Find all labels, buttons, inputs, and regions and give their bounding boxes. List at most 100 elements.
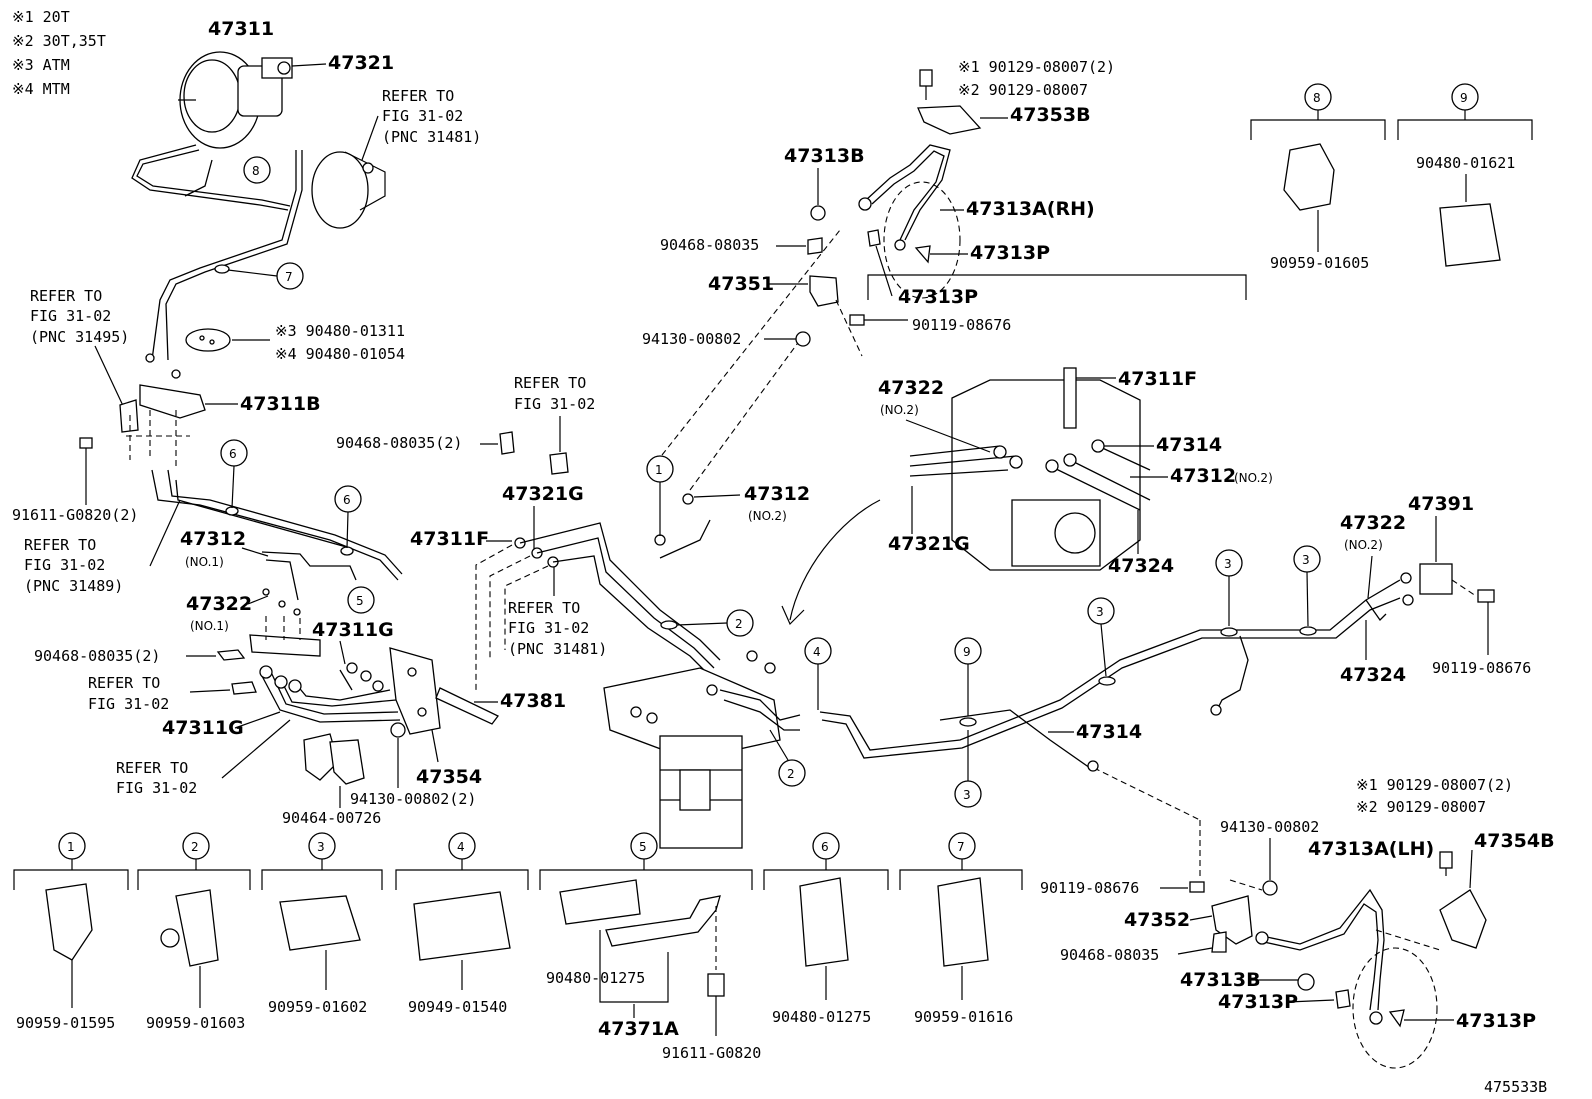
bracket-47371a-drawing	[605, 895, 721, 947]
group-bracket-abs	[867, 274, 1247, 300]
label-90480-01311: ※3 90480-01311	[275, 322, 405, 340]
label-94130-00802-2: 94130-00802(2)	[350, 790, 476, 808]
label-no2-a: (NO.2)	[748, 509, 787, 523]
booster-drawing	[311, 151, 386, 229]
label-90480-01054: ※4 90480-01054	[275, 345, 405, 363]
bracket-47311b-drawing	[119, 353, 206, 470]
refer-note-3: REFER TO FIG 31-02	[88, 674, 257, 713]
center-pipes	[475, 519, 721, 690]
clip-90949-01540-drawing	[413, 891, 511, 961]
refer-note-6: REFER TO FIG 31-02 (PNC 31481)	[508, 566, 607, 658]
label-47312-no2-a: 47312	[744, 483, 810, 505]
svg-text:3: 3	[317, 840, 325, 854]
label-90468-08035-top: 90468-08035	[660, 236, 759, 254]
label-47313p-b: 47313P	[898, 286, 978, 308]
label-90959-01605: 90959-01605	[1270, 254, 1369, 272]
mid-left-pipes	[151, 469, 403, 616]
svg-text:8: 8	[252, 164, 260, 178]
svg-text:(PNC 31489): (PNC 31489)	[24, 577, 123, 595]
refer-note-2: REFER TO FIG 31-02 (PNC 31495)	[30, 287, 129, 411]
refer-note-7: REFER TO FIG 31-02	[116, 719, 291, 797]
abs-block-drawing	[909, 367, 1151, 571]
svg-text:FIG 31-02: FIG 31-02	[88, 695, 169, 713]
svg-text:REFER TO: REFER TO	[116, 759, 188, 777]
svg-text:9: 9	[1460, 91, 1468, 105]
bolt-91611-drawing	[79, 437, 93, 505]
front-brake-lines	[131, 144, 303, 361]
label-90959-01595: 90959-01595	[16, 1014, 115, 1032]
label-47324-a: 47324	[1108, 555, 1174, 577]
label-47314-b: 47314	[1076, 721, 1142, 743]
label-90480-01275-a: 90480-01275	[546, 969, 645, 987]
label-90468-08035-bottom: 90468-08035	[1060, 946, 1159, 964]
group-6: 6 90480-01275	[763, 832, 889, 1026]
grommet-drawing	[185, 328, 270, 352]
note-3: ※3 ATM	[12, 56, 70, 74]
svg-text:6: 6	[229, 447, 237, 461]
label-47322-no2-a: 47322	[878, 377, 944, 399]
rh-flex-hose-drawing	[858, 69, 982, 299]
svg-text:6: 6	[343, 493, 351, 507]
label-47311b: 47311B	[240, 393, 321, 415]
variant-notes: ※1 20T ※2 30T,35T ※3 ATM ※4 MTM	[12, 8, 106, 98]
label-47371a: 47371A	[598, 1018, 679, 1040]
label-47311g-b: 47311G	[162, 717, 244, 739]
svg-text:REFER TO: REFER TO	[514, 374, 586, 392]
svg-text:3: 3	[1224, 557, 1232, 571]
clip-refer-center	[549, 452, 569, 475]
label-91611-g0820-2: 91611-G0820(2)	[12, 506, 138, 524]
group-2: 2 90959-01603	[137, 832, 251, 1032]
label-91611-g0820: 91611-G0820	[662, 1044, 761, 1062]
label-47354: 47354	[416, 766, 482, 788]
group-5: 5	[539, 832, 753, 1036]
label-47311f-b: 47311F	[1118, 368, 1197, 390]
svg-text:FIG 31-02: FIG 31-02	[24, 556, 105, 574]
label-90959-01602: 90959-01602	[268, 998, 367, 1016]
label-90480-01621: 90480-01621	[1416, 154, 1515, 172]
label-47313b-b: 47313B	[1180, 969, 1261, 991]
label-90480-01275-b: 90480-01275	[772, 1008, 871, 1026]
svg-text:3: 3	[1302, 553, 1310, 567]
refer-note-4: REFER TO FIG 31-02 (PNC 31489)	[24, 499, 181, 595]
label-47351: 47351	[708, 273, 774, 295]
bracket-47354b-drawing	[1439, 889, 1487, 949]
label-90959-01603: 90959-01603	[146, 1014, 245, 1032]
svg-text:REFER TO: REFER TO	[24, 536, 96, 554]
label-90949-01540: 90949-01540	[408, 998, 507, 1016]
svg-text:FIG 31-02: FIG 31-02	[514, 395, 595, 413]
note-2: ※2 30T,35T	[12, 32, 106, 50]
label-47313a-lh: 47313A(LH)	[1308, 838, 1434, 860]
bolt-90129-bottom	[1439, 851, 1453, 869]
label-47313p-a: 47313P	[970, 242, 1050, 264]
bolt-90119-top	[849, 314, 865, 326]
clip-90959-01595-drawing	[45, 883, 93, 961]
clip-90480-01275-group6-drawing	[799, 877, 849, 967]
svg-text:(PNC 31495): (PNC 31495)	[30, 328, 129, 346]
label-no1-b: (NO.1)	[190, 619, 229, 633]
svg-text:FIG 31-02: FIG 31-02	[116, 779, 197, 797]
svg-text:1: 1	[655, 463, 663, 477]
note-4: ※4 MTM	[12, 80, 70, 98]
label-47311: 47311	[208, 18, 274, 40]
bracket-47354-drawing	[389, 647, 499, 735]
svg-text:(PNC 31481): (PNC 31481)	[382, 128, 481, 146]
svg-text:FIG 31-02: FIG 31-02	[508, 619, 589, 637]
label-90129-1-top: ※1 90129-08007(2)	[958, 58, 1115, 76]
svg-text:FIG 31-02: FIG 31-02	[382, 107, 463, 125]
callout-8	[243, 156, 271, 184]
label-47313a-rh: 47313A(RH)	[966, 198, 1095, 220]
svg-text:4: 4	[813, 645, 821, 659]
svg-text:6: 6	[821, 840, 829, 854]
label-no1-a: (NO.1)	[185, 555, 224, 569]
clip-90959-01602-drawing	[279, 895, 361, 951]
label-47313p-d: 47313P	[1456, 1010, 1536, 1032]
label-no2-c: (NO.2)	[1234, 471, 1273, 485]
callout-5	[347, 586, 375, 614]
label-90464-00726: 90464-00726	[282, 809, 381, 827]
clip-90959-01616-drawing	[937, 877, 989, 967]
svg-text:7: 7	[957, 840, 965, 854]
svg-text:REFER TO: REFER TO	[30, 287, 102, 305]
label-47391: 47391	[1408, 493, 1474, 515]
label-47353b: 47353B	[1010, 104, 1091, 126]
